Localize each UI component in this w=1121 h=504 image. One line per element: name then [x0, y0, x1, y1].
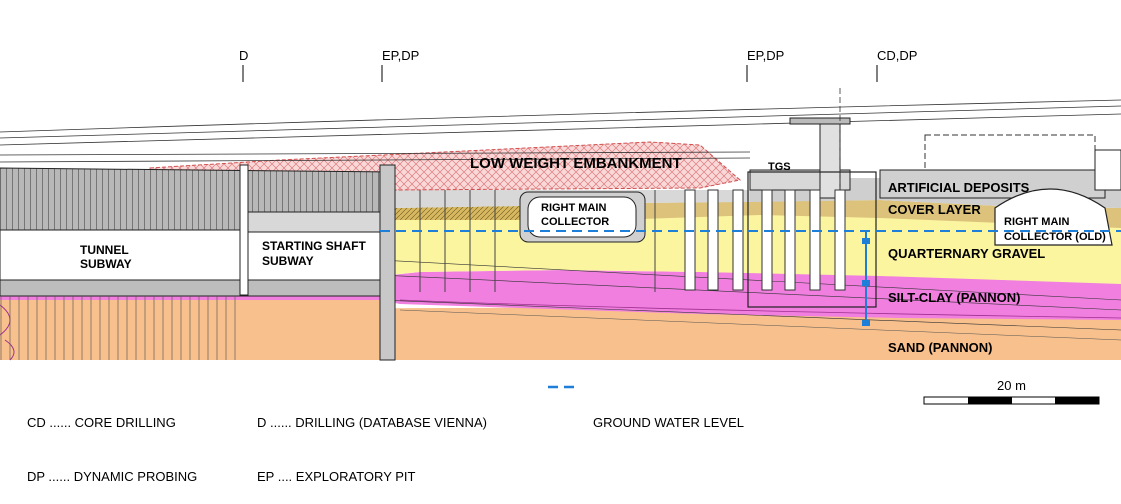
borehole-label-ep-dp-1: EP,DP [382, 48, 419, 63]
label-tgs: TGS [768, 161, 791, 173]
label-low-weight-embankment: LOW WEIGHT EMBANKMENT [470, 155, 682, 172]
label-quarternary-gravel: QUARTERNARY GRAVEL [888, 246, 1045, 261]
label-right-main-collector-1: RIGHT MAIN [541, 202, 606, 214]
label-silt-clay: SILT-CLAY (PANNON) [888, 290, 1020, 305]
legend-dp: DP ...... DYNAMIC PROBING [27, 469, 198, 484]
label-starting-shaft-subway-2: SUBWAY [262, 254, 314, 268]
piles [419, 189, 846, 292]
label-tunnel-subway-1: TUNNEL [80, 243, 129, 257]
scale-label: 20 m [997, 378, 1026, 393]
right-main-collector [519, 191, 646, 243]
label-right-main-collector-2: COLLECTOR [541, 216, 609, 228]
legend-column-2: D ...... DRILLING (DATABASE VIENNA) EP .… [257, 378, 487, 504]
label-artificial-deposits: ARTIFICIAL DEPOSITS [888, 180, 1030, 195]
right-building [879, 134, 1121, 246]
label-sand: SAND (PANNON) [888, 340, 992, 355]
scale-bar: 20 m [923, 378, 1100, 405]
label-right-main-collector-old-1: RIGHT MAIN [1004, 216, 1069, 228]
layer-cover-hatch [395, 206, 520, 220]
road-lines [0, 99, 1121, 163]
borehole-label-ep-dp-2: EP,DP [747, 48, 784, 63]
label-starting-shaft-subway-1: STARTING SHAFT [262, 239, 366, 253]
layer-labels: ARTIFICIAL DEPOSITS COVER LAYER QUARTERN… [888, 180, 1045, 355]
structure-labels: LOW WEIGHT EMBANKMENT TGS RIGHT MAIN COL… [80, 155, 1106, 271]
legend-d: D ...... DRILLING (DATABASE VIENNA) [257, 415, 487, 430]
tunnel-structure [0, 164, 396, 361]
geological-cross-section: D EP,DP EP,DP CD,DP LOW WEIGHT EMBANKMEN… [0, 48, 1121, 405]
label-tunnel-subway-2: SUBWAY [80, 257, 132, 271]
legend-gwl: GROUND WATER LEVEL [593, 415, 744, 430]
borehole-label-cd-dp: CD,DP [877, 48, 917, 63]
legend-ep: EP .... EXPLORATORY PIT [257, 469, 416, 484]
legend-column-1: CD ...... CORE DRILLING DP ...... DYNAMI… [27, 378, 197, 504]
legend-column-3: GROUND WATER LEVEL [593, 378, 744, 450]
borehole-markers: D EP,DP EP,DP CD,DP [239, 48, 917, 82]
borehole-cd-dp-log [862, 232, 870, 326]
legend-cd: CD ...... CORE DRILLING [27, 415, 176, 430]
borehole-label-d: D [239, 48, 248, 63]
tgs-structure [747, 88, 877, 308]
label-cover-layer: COVER LAYER [888, 202, 981, 217]
label-right-main-collector-old-2: COLLECTOR (OLD) [1004, 231, 1106, 243]
